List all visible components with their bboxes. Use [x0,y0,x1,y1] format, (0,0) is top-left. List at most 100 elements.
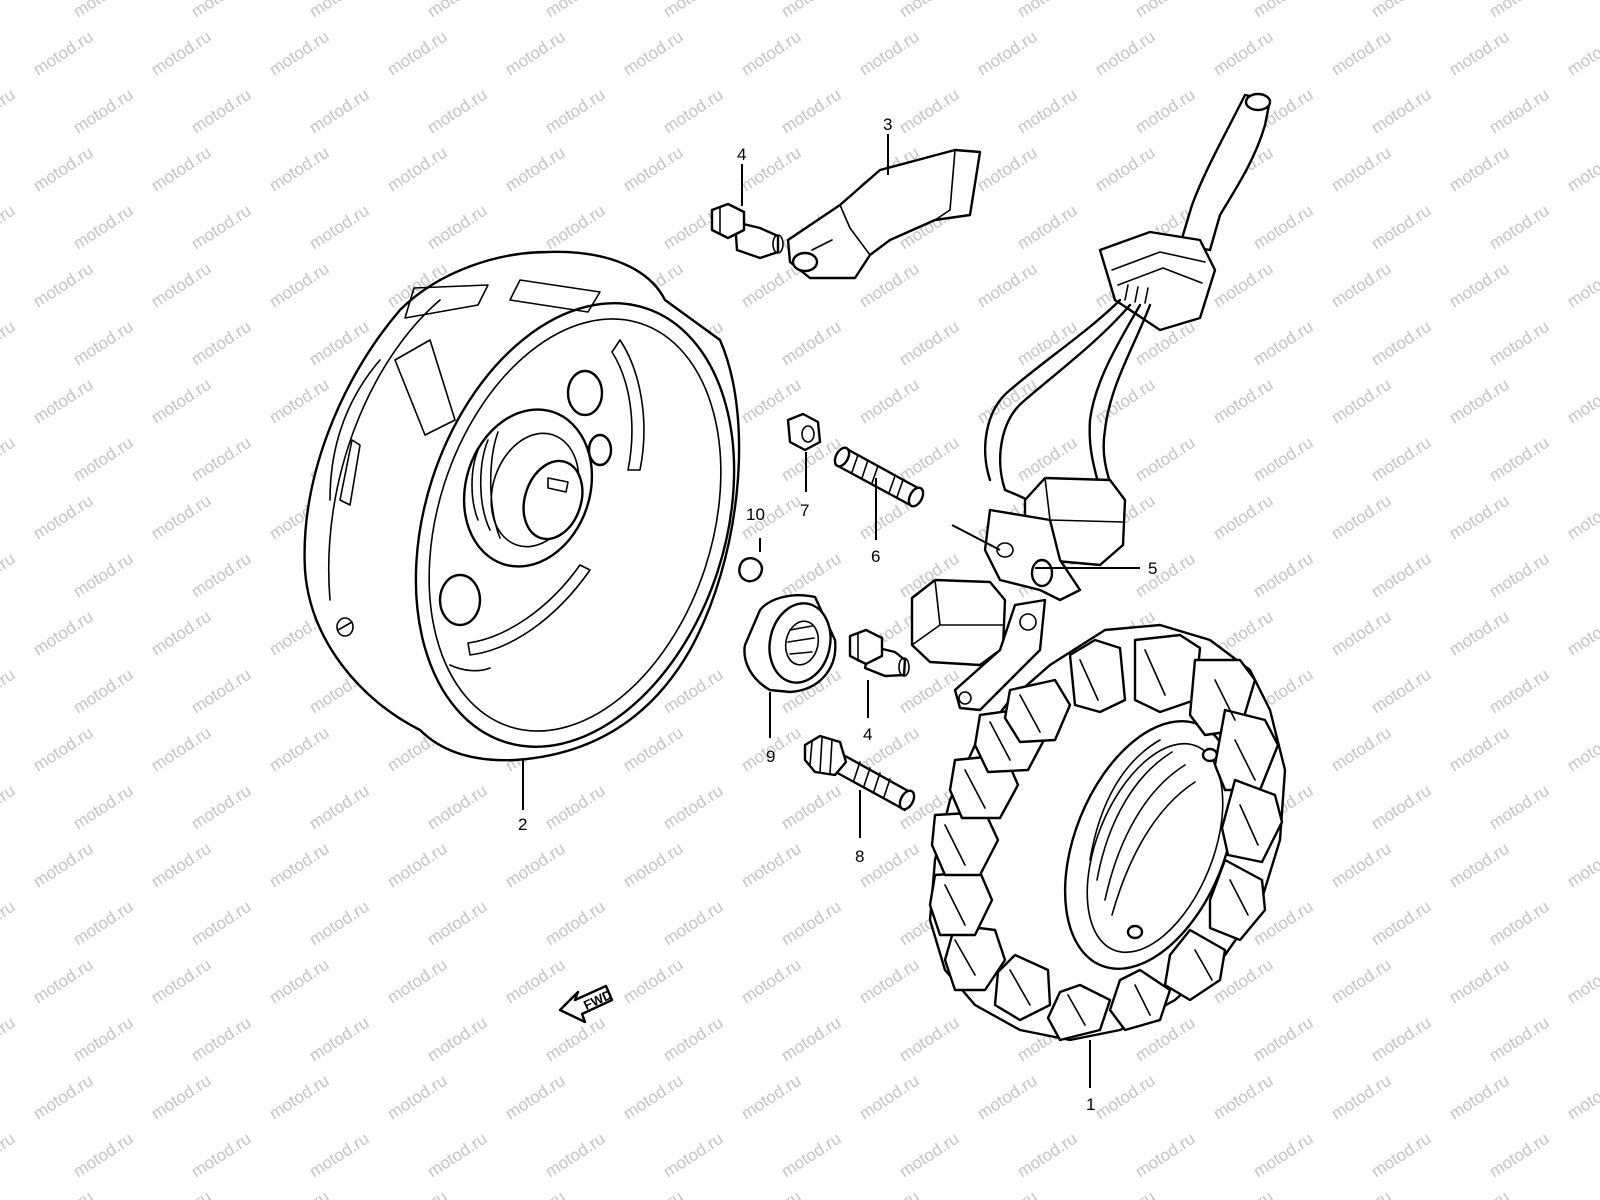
watermark-text: motod.ru [266,1071,333,1123]
callout-6: 6 [871,547,880,566]
watermark-text: motod.ru [778,781,845,833]
watermark-text: motod.ru [1368,201,1435,253]
watermark-text: motod.ru [1486,201,1553,253]
callout-4-top: 4 [737,145,746,164]
watermark-text: motod.ru [1486,317,1553,369]
watermark-text: motod.ru [266,723,333,775]
watermark-text: motod.ru [660,1013,727,1065]
watermark-text: motod.ru [1328,259,1395,311]
watermark-text: motod.ru [306,0,373,21]
watermark-text: motod.ru [896,433,963,485]
watermark-text: motod.ru [896,1013,963,1065]
watermark-text: motod.ru [1132,85,1199,137]
watermark-text: motod.ru [70,665,137,717]
watermark-text: motod.ru [148,491,215,543]
watermark-text: motod.ru [738,27,805,79]
watermark-text: motod.ru [188,781,255,833]
watermark-text: motod.ru [1210,1071,1277,1123]
watermark-text: motod.ru [1328,143,1395,195]
watermark-text: motod.ru [974,143,1041,195]
callout-4-lower: 4 [863,725,872,744]
watermark-text: motod.ru [620,1071,687,1123]
watermark-text: motod.ru [1328,27,1395,79]
watermark-text: motod.ru [266,1187,333,1200]
watermark-text: motod.ru [1250,0,1317,21]
watermark-text: motod.ru [620,143,687,195]
watermark-text: motod.ru [738,955,805,1007]
watermark-text: motod.ru [30,143,97,195]
watermark-text: motod.ru [424,201,491,253]
watermark-text: motod.ru [1368,1129,1435,1181]
watermark-text: motod.ru [148,259,215,311]
watermark-text: motod.ru [1132,433,1199,485]
watermark-text: motod.ru [188,317,255,369]
watermark-text: motod.ru [1486,0,1553,21]
watermark-text: motod.ru [778,1013,845,1065]
watermark-text: motod.ru [1328,491,1395,543]
watermark-text: motod.ru [1446,143,1513,195]
callout-10: 10 [746,505,765,524]
watermark-text: motod.ru [620,955,687,1007]
watermark-text: motod.ru [1446,839,1513,891]
watermark-text: motod.ru [148,1071,215,1123]
watermark-text: motod.ru [620,1187,687,1200]
watermark-text: motod.ru [1210,27,1277,79]
watermark-text: motod.ru [1564,143,1600,195]
nut-7 [786,412,822,452]
callout-5: 5 [1148,559,1157,578]
watermark-text: motod.ru [306,897,373,949]
watermark-text: motod.ru [148,607,215,659]
watermark-text: motod.ru [148,955,215,1007]
watermark-text: motod.ru [660,85,727,137]
watermark-text: motod.ru [660,781,727,833]
watermark-text: motod.ru [856,259,923,311]
watermark-text: motod.ru [1486,897,1553,949]
watermark-text: motod.ru [384,1187,451,1200]
callout-9: 9 [766,747,775,766]
watermark-text: motod.ru [30,955,97,1007]
watermark-text: motod.ru [974,1187,1041,1200]
watermark-text: motod.ru [188,1013,255,1065]
watermark-text: motod.ru [1014,1129,1081,1181]
watermark-text: motod.ru [1014,0,1081,21]
watermark-text: motod.ru [1250,549,1317,601]
watermark-text: motod.ru [778,0,845,21]
watermark-text: motod.ru [306,1013,373,1065]
watermark-text: motod.ru [266,143,333,195]
watermark-text: motod.ru [384,1071,451,1123]
watermark-text: motod.ru [542,781,609,833]
watermark-text: motod.ru [0,201,18,253]
watermark-text: motod.ru [1446,27,1513,79]
watermark-text: motod.ru [738,839,805,891]
watermark-text: motod.ru [424,85,491,137]
watermark-text: motod.ru [1446,955,1513,1007]
watermark-text: motod.ru [502,839,569,891]
watermark-text: motod.ru [738,1187,805,1200]
watermark-text: motod.ru [1564,723,1600,775]
watermark-text: motod.ru [738,1071,805,1123]
screw-4-top [710,202,784,260]
watermark-text: motod.ru [70,1129,137,1181]
watermark-text: motod.ru [424,1013,491,1065]
watermark-text: motod.ru [0,317,18,369]
watermark-text: motod.ru [1368,897,1435,949]
watermark-text: motod.ru [1446,1071,1513,1123]
watermark-text: motod.ru [660,897,727,949]
watermark-text: motod.ru [266,259,333,311]
watermark-text: motod.ru [1250,317,1317,369]
watermark-text: motod.ru [1014,201,1081,253]
watermark-text: motod.ru [502,955,569,1007]
watermark-text: motod.ru [778,317,845,369]
watermark-text: motod.ru [974,27,1041,79]
watermark-text: motod.ru [1564,1187,1600,1200]
watermark-text: motod.ru [620,723,687,775]
watermark-text: motod.ru [1328,1187,1395,1200]
watermark-text: motod.ru [856,375,923,427]
watermark-text: motod.ru [384,839,451,891]
watermark-text: motod.ru [266,375,333,427]
watermark-text: motod.ru [148,27,215,79]
watermark-text: motod.ru [1328,607,1395,659]
watermark-text: motod.ru [856,1187,923,1200]
